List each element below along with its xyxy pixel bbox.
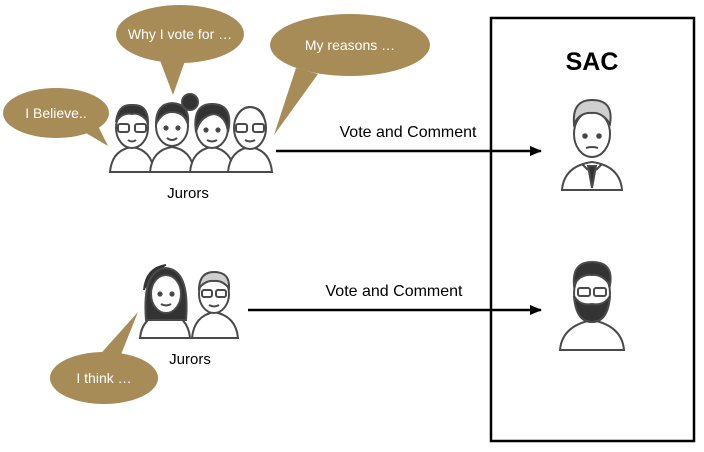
bottom-jurors-label: Jurors [169,351,211,368]
juror-woman-long-hair-icon [138,264,192,339]
sac-member-bearded-icon [558,260,626,351]
juror-woman-icon [188,102,236,173]
bubble-text-my-reasons: My reasons … [305,37,395,53]
bottom-arrow-label: Vote and Comment [326,283,464,300]
bubble-text-why-i-vote: Why I vote for … [128,26,232,42]
speech-bubble-i-believe: I Believe.. [3,88,109,146]
bottom-juror-group [138,264,240,339]
top-juror-group [108,93,274,173]
speech-bubble-why-i-vote: Why I vote for … [116,5,244,95]
sac-title: SAC [566,48,619,76]
bubble-text-i-believe: I Believe.. [25,105,86,121]
juror-woman-bun-icon [148,93,199,173]
sac-member-tie-icon [560,98,624,191]
juror-man-glasses-icon [108,103,156,173]
speech-bubble-i-think: I think … [50,312,158,404]
bubble-text-i-think: I think … [76,370,131,386]
sac-box [489,16,696,443]
top-arrow-label: Vote and Comment [340,124,478,141]
juror-bald-glasses-icon [226,105,274,173]
speech-bubble-my-reasons: My reasons … [270,14,430,135]
top-jurors-label: Jurors [167,185,209,202]
juror-man-glasses-icon [190,270,240,339]
